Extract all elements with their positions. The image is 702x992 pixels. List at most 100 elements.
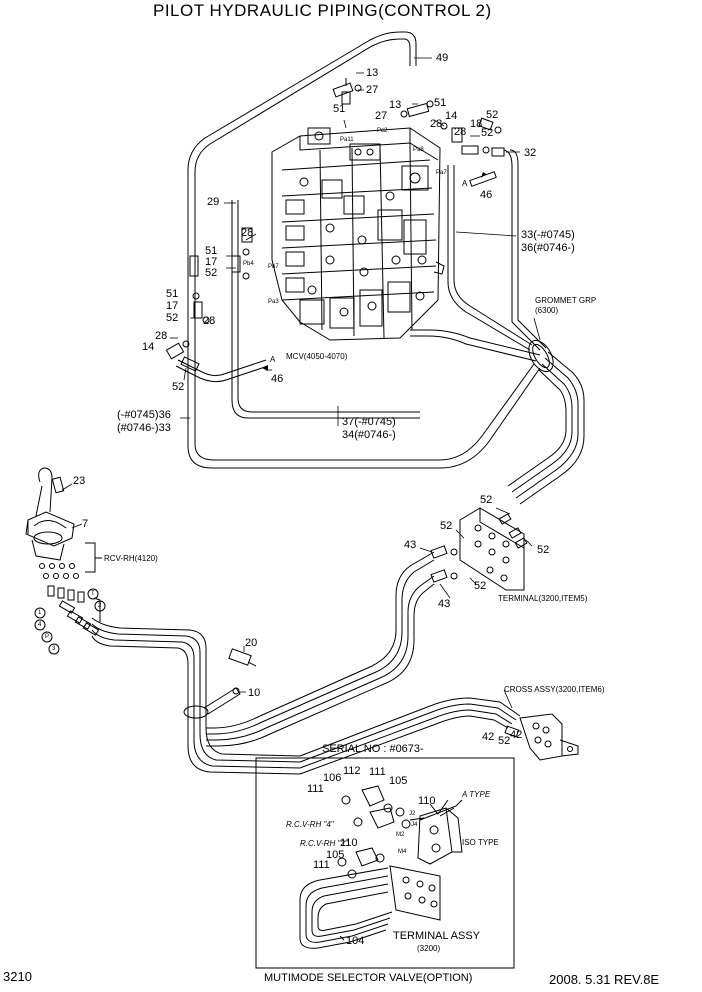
- port-pc2: Pc2: [377, 128, 388, 134]
- callout-106: 106: [323, 772, 342, 784]
- option-fittings: [337, 785, 463, 879]
- callout-52: 52: [166, 312, 179, 324]
- callout-51: 51: [205, 245, 218, 257]
- callout-52: 52: [440, 520, 453, 532]
- port-pa7: Pa7: [436, 170, 447, 176]
- cross-assy: [504, 713, 579, 761]
- callout-27: 27: [375, 110, 388, 122]
- callout-111: 111: [313, 859, 330, 871]
- leader-lines: [61, 57, 541, 709]
- hose-37-34: [410, 329, 541, 362]
- callout-10: 10: [248, 687, 261, 699]
- callout-18: 18: [470, 118, 483, 130]
- callout-28: 28: [203, 315, 216, 327]
- callout-36: 36(#0746-): [521, 242, 575, 254]
- option-hoses: [299, 867, 393, 949]
- clamp-10: [183, 687, 241, 719]
- hose-bundle-upper: [507, 351, 585, 505]
- port-t: T: [91, 591, 95, 597]
- callout-42: 42: [482, 731, 495, 743]
- callout-28: 28: [454, 126, 467, 138]
- port-4: 4: [38, 622, 42, 628]
- hose-33-36-right: [447, 165, 533, 351]
- hose-32: [503, 149, 547, 351]
- page-number: 3210: [3, 969, 32, 984]
- callout-112: 112: [343, 765, 361, 777]
- callout-52: 52: [172, 381, 185, 393]
- hose-rcv-loop: [91, 617, 521, 775]
- callout-17: 17: [166, 300, 179, 312]
- mcv-label: MCV(4050-4070): [286, 352, 348, 361]
- rcv-bracket: [85, 542, 96, 573]
- callout-28: 28: [430, 118, 443, 130]
- callout-51: 51: [166, 288, 179, 300]
- port-m4: M4: [398, 849, 407, 855]
- callout-28: 28: [241, 227, 254, 239]
- hose-bundle-lower: [206, 551, 435, 747]
- callout-20: 20: [245, 637, 258, 649]
- callout-105: 105: [389, 775, 408, 787]
- option-box: [255, 757, 515, 969]
- callout-51: 51: [333, 103, 346, 115]
- date-revision: 2008. 5.31 REV.8E: [549, 972, 660, 987]
- selector-valve: [417, 799, 463, 865]
- fittings-43: [430, 545, 458, 583]
- terminal-block: [459, 507, 528, 591]
- port-3: 3: [52, 646, 56, 652]
- port-pa3: Pa3: [268, 299, 279, 305]
- iso-type-label: ISO TYPE: [462, 838, 499, 847]
- port-pb4: Pb4: [243, 261, 254, 267]
- hose-46-left: [175, 359, 269, 383]
- hose-49: [187, 31, 417, 300]
- fitting-13-right: [400, 100, 434, 118]
- callout-52: 52: [480, 494, 493, 506]
- callout-46: 46: [480, 189, 493, 201]
- port-label-a: A: [462, 179, 468, 188]
- callout-14: 14: [142, 341, 155, 353]
- grommet-ref: (6300): [535, 306, 559, 315]
- callout-33: (#0746-)33: [117, 422, 171, 434]
- callout-110: 110: [418, 795, 436, 807]
- callout-34: 34(#0746-): [342, 429, 396, 441]
- rcv-rh-4-label: R.C.V-RH "4": [286, 820, 334, 829]
- port-j2: J2: [409, 811, 416, 817]
- callout-49: 49: [436, 52, 449, 64]
- callout-111: 111: [369, 766, 386, 778]
- callout-13: 13: [389, 99, 402, 111]
- option-terminal: [389, 865, 441, 921]
- bolt-20: [228, 648, 257, 667]
- rcv-rh-2-label: R.C.V-RH "2": [300, 839, 348, 848]
- fitting-13-top: [332, 78, 362, 105]
- callout-28: 28: [155, 330, 168, 342]
- port-p: P: [45, 634, 50, 640]
- callout-52: 52: [486, 109, 499, 121]
- callout-110: 110: [340, 837, 358, 849]
- callout-29: 29: [207, 196, 220, 208]
- callout-52: 52: [498, 735, 511, 747]
- callout-52: 52: [474, 580, 487, 592]
- callout-43: 43: [404, 539, 417, 551]
- callout-52: 52: [205, 267, 218, 279]
- terminal-assy-label: TERMINAL ASSY: [393, 930, 481, 942]
- callout-105: 105: [326, 849, 345, 861]
- rcv-joystick: [25, 467, 75, 561]
- fittings-left: [165, 227, 253, 372]
- port-1: 1: [38, 610, 42, 616]
- callout-52: 52: [481, 127, 494, 139]
- port-m2: M2: [396, 832, 405, 838]
- port-label-a: A: [270, 355, 276, 364]
- callout-104: 104: [346, 935, 365, 947]
- callout-37: 37(-#0745): [342, 416, 396, 428]
- callout-32: 32: [524, 147, 537, 159]
- terminal-label: TERMINAL(3200,ITEM5): [498, 594, 588, 603]
- port-2: 2: [98, 603, 102, 609]
- callout-51: 51: [434, 97, 447, 109]
- callout-42: 42: [510, 729, 523, 741]
- serial-no: SERIAL NO : #0673-: [322, 743, 424, 755]
- callout-23: 23: [73, 475, 86, 487]
- port-pb7: Pb7: [268, 264, 279, 270]
- callout-43: 43: [438, 598, 451, 610]
- rcv-fittings: [39, 563, 101, 636]
